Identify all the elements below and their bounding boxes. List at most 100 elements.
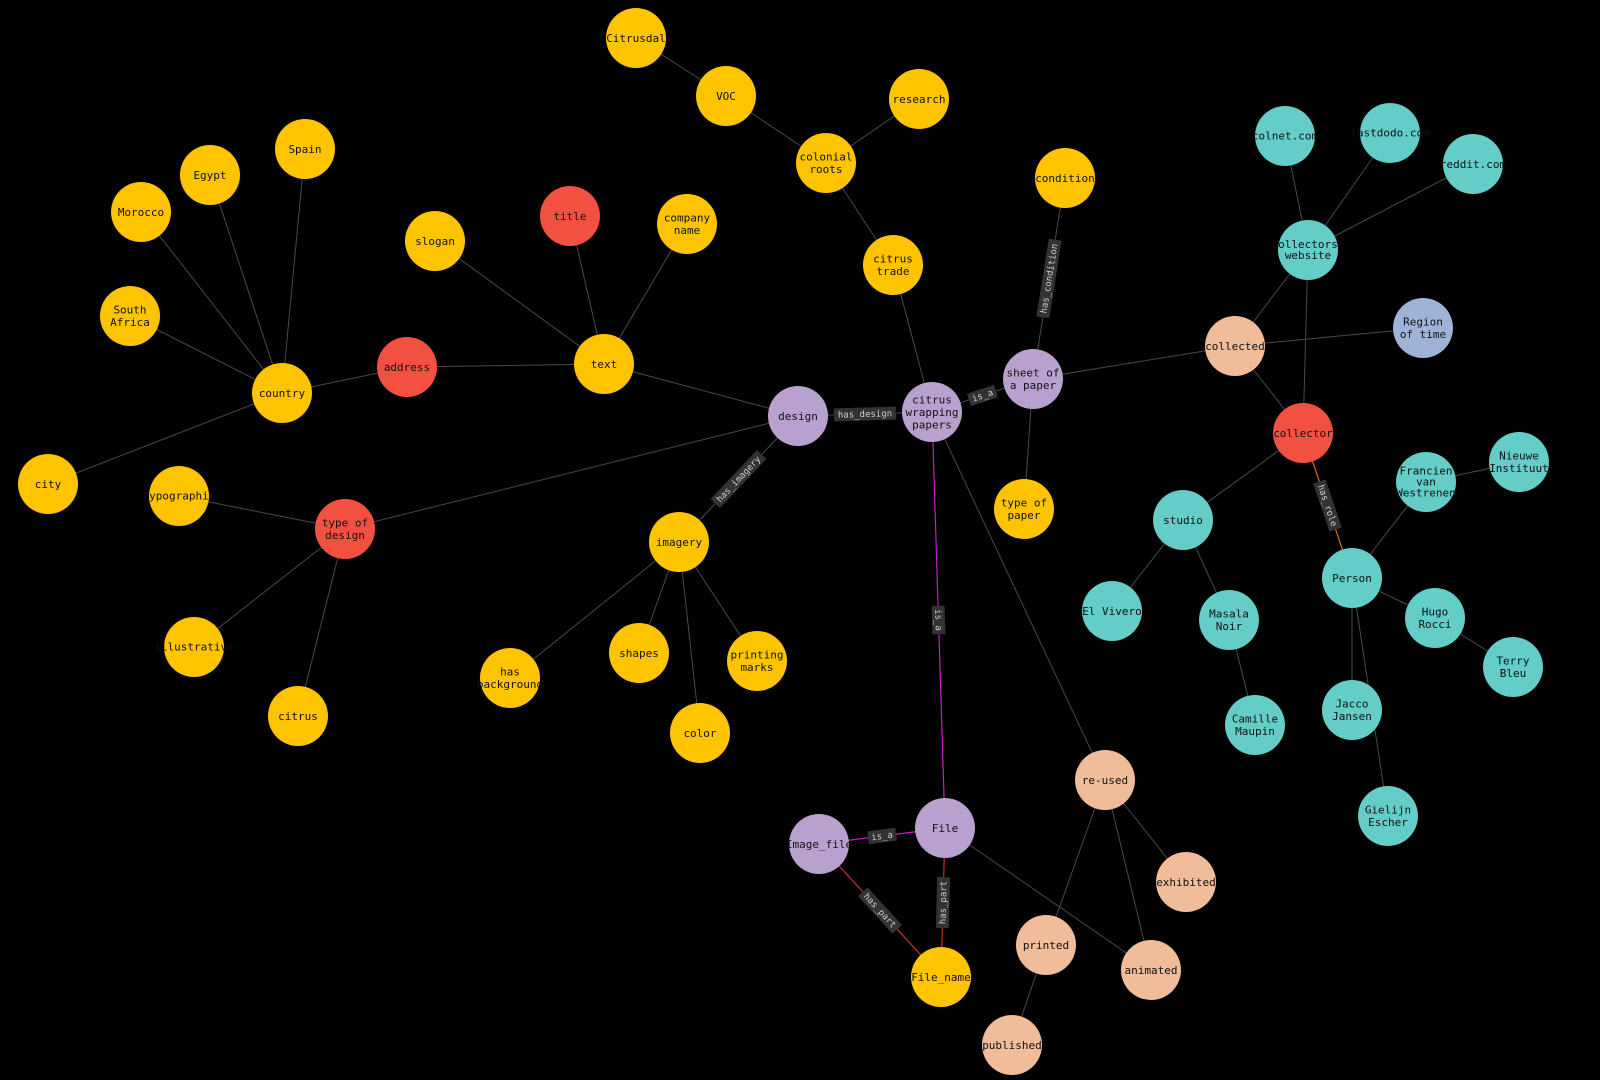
node-collected[interactable]: collected	[1205, 316, 1265, 376]
node-imagery[interactable]: imagery	[649, 512, 709, 572]
node-circle[interactable]	[1273, 403, 1333, 463]
node-circle[interactable]	[796, 133, 856, 193]
node-file-name[interactable]: File_name	[911, 947, 971, 1007]
node-circle[interactable]	[1396, 452, 1456, 512]
node-circle[interactable]	[889, 69, 949, 129]
node-studio[interactable]: studio	[1153, 490, 1213, 550]
node-circle[interactable]	[574, 334, 634, 394]
node-reddit[interactable]: reddit.com	[1440, 134, 1507, 194]
node-collector[interactable]: collector	[1273, 403, 1333, 463]
node-voc[interactable]: VOC	[696, 66, 756, 126]
node-egypt[interactable]: Egypt	[180, 145, 240, 205]
node-circle[interactable]	[1443, 134, 1503, 194]
node-circle[interactable]	[100, 286, 160, 346]
node-colnet[interactable]: colnet.com	[1252, 106, 1319, 166]
node-exhibited[interactable]: exhibited	[1156, 852, 1216, 912]
node-circle[interactable]	[1278, 220, 1338, 280]
node-circle[interactable]	[180, 145, 240, 205]
node-circle[interactable]	[606, 8, 666, 68]
node-circle[interactable]	[252, 363, 312, 423]
node-circle[interactable]	[1322, 548, 1382, 608]
node-citrus[interactable]: citrus	[268, 686, 328, 746]
node-spain[interactable]: Spain	[275, 119, 335, 179]
node-animated[interactable]: animated	[1121, 940, 1181, 1000]
node-city[interactable]: city	[18, 454, 78, 514]
node-circle[interactable]	[609, 623, 669, 683]
node-circle[interactable]	[696, 66, 756, 126]
node-text[interactable]: text	[574, 334, 634, 394]
node-morocco[interactable]: Morocco	[111, 182, 171, 242]
node-circle[interactable]	[1255, 106, 1315, 166]
node-circle[interactable]	[657, 194, 717, 254]
node-circle[interactable]	[768, 386, 828, 446]
node-circle[interactable]	[540, 186, 600, 246]
node-file[interactable]: File	[915, 798, 975, 858]
node-circle[interactable]	[1016, 915, 1076, 975]
node-person[interactable]: Person	[1322, 548, 1382, 608]
node-title[interactable]: title	[540, 186, 600, 246]
node-circle[interactable]	[863, 235, 923, 295]
node-circle[interactable]	[1483, 637, 1543, 697]
node-circle[interactable]	[982, 1015, 1042, 1075]
node-circle[interactable]	[377, 337, 437, 397]
node-condition[interactable]: condition	[1035, 148, 1095, 208]
node-circle[interactable]	[18, 454, 78, 514]
node-circle[interactable]	[789, 814, 849, 874]
node-circle[interactable]	[405, 211, 465, 271]
node-circle[interactable]	[1205, 316, 1265, 376]
node-circle[interactable]	[1393, 298, 1453, 358]
node-circle[interactable]	[994, 479, 1054, 539]
node-address[interactable]: address	[377, 337, 437, 397]
node-collectors-website[interactable]: collectors'website	[1272, 220, 1345, 280]
node-circle[interactable]	[1156, 852, 1216, 912]
node-citrusdal[interactable]: Citrusdal	[606, 8, 666, 68]
node-published[interactable]: published	[982, 1015, 1042, 1075]
node-circle[interactable]	[480, 648, 540, 708]
node-circle[interactable]	[1003, 349, 1063, 409]
node-printed[interactable]: printed	[1016, 915, 1076, 975]
node-circle[interactable]	[911, 947, 971, 1007]
node-circle[interactable]	[1035, 148, 1095, 208]
node-typographic[interactable]: typographic	[143, 466, 216, 526]
node-circle[interactable]	[149, 466, 209, 526]
node-slogan[interactable]: slogan	[405, 211, 465, 271]
node-circle[interactable]	[1360, 103, 1420, 163]
node-circle[interactable]	[315, 499, 375, 559]
node-circle[interactable]	[275, 119, 335, 179]
node-circle[interactable]	[1075, 750, 1135, 810]
node-circle[interactable]	[164, 617, 224, 677]
node-color[interactable]: color	[670, 703, 730, 763]
node-illustrative[interactable]: illustrative	[154, 617, 234, 677]
node-circle[interactable]	[1358, 786, 1418, 846]
node-circle[interactable]	[1082, 581, 1142, 641]
node-circle[interactable]	[268, 686, 328, 746]
node-image-file[interactable]: Image_file	[786, 814, 852, 874]
node-circle[interactable]	[902, 382, 962, 442]
node-circle[interactable]	[1405, 588, 1465, 648]
node-circle[interactable]	[1225, 695, 1285, 755]
node-circle[interactable]	[727, 631, 787, 691]
node-shapes[interactable]: shapes	[609, 623, 669, 683]
node-circle[interactable]	[649, 512, 709, 572]
node-circle[interactable]	[1322, 680, 1382, 740]
node-el-vivero[interactable]: El Vivero	[1082, 581, 1142, 641]
node-re-used[interactable]: re-used	[1075, 750, 1135, 810]
node-circle[interactable]	[670, 703, 730, 763]
node-circle[interactable]	[915, 798, 975, 858]
node-circle[interactable]	[111, 182, 171, 242]
node-circle[interactable]	[1199, 590, 1259, 650]
